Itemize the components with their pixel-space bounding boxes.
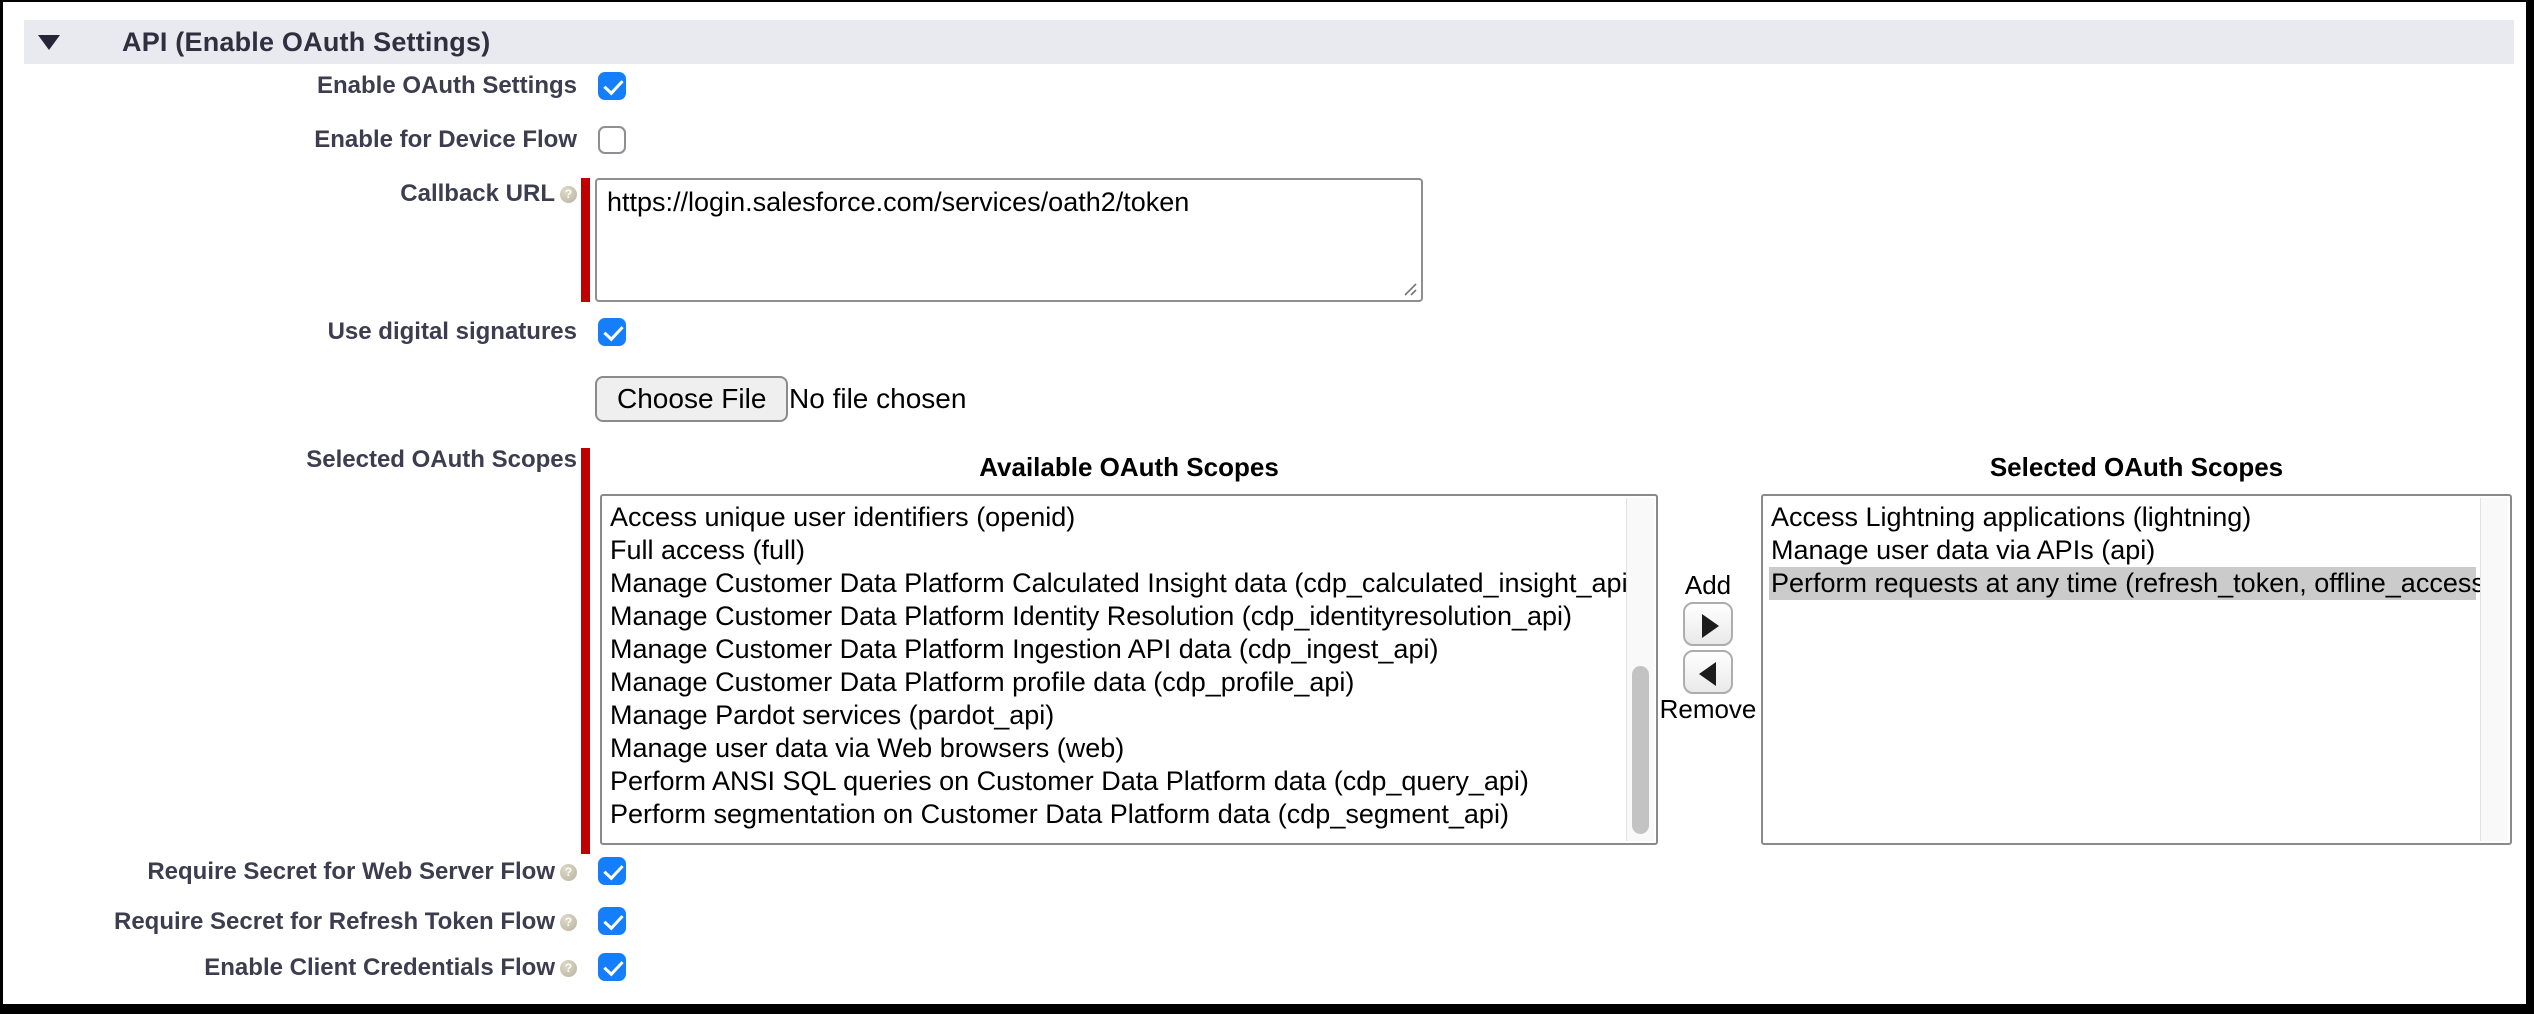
selected-scopes-listbox[interactable]: Access Lightning applications (lightning… — [1761, 494, 2512, 845]
file-status-text: No file chosen — [789, 383, 967, 414]
available-scopes-scrollbar[interactable] — [1626, 498, 1654, 841]
device-flow-label-text: Enable for Device Flow — [314, 126, 577, 153]
remove-label-wrap: Remove — [1655, 694, 1761, 725]
scope-option[interactable]: Access unique user identifiers (openid) — [610, 502, 1076, 532]
remove-label: Remove — [1659, 694, 1757, 724]
digital-signatures-label-text: Use digital signatures — [327, 318, 577, 345]
help-orb-icon[interactable]: ? — [560, 863, 577, 881]
callback-url-label: Callback URL ? — [3, 180, 577, 208]
selected-scopes-options: Access Lightning applications (lightning… — [1769, 501, 2494, 600]
available-scopes-options: Access unique user identifiers (openid)F… — [608, 501, 1637, 831]
scrollbar-thumb[interactable] — [1632, 666, 1649, 834]
required-field-bar — [581, 178, 590, 302]
callback-url-label-text: Callback URL — [400, 180, 555, 207]
refresh-token-flow-label: Require Secret for Refresh Token Flow ? — [3, 908, 577, 936]
scope-option[interactable]: Perform segmentation on Customer Data Pl… — [610, 799, 1509, 829]
enable-oauth-label: Enable OAuth Settings — [3, 72, 577, 100]
scope-option[interactable]: Full access (full) — [610, 535, 806, 565]
add-label: Add — [1684, 570, 1732, 600]
enable-oauth-label-text: Enable OAuth Settings — [316, 72, 577, 99]
scope-option[interactable]: Access Lightning applications (lightning… — [1771, 502, 2252, 532]
available-scopes-listbox[interactable]: Access unique user identifiers (openid)F… — [600, 494, 1658, 845]
client-credentials-flow-label-text: Enable Client Credentials Flow — [204, 954, 555, 981]
selected-scopes-header: Selected OAuth Scopes — [1989, 452, 2284, 482]
scope-option[interactable]: Manage Customer Data Platform Calculated… — [610, 568, 1637, 598]
arrow-right-icon — [1702, 614, 1719, 638]
arrow-left-icon — [1699, 662, 1716, 686]
device-flow-label: Enable for Device Flow — [3, 126, 577, 154]
help-orb-icon[interactable]: ? — [560, 913, 577, 931]
scope-option[interactable]: Manage Customer Data Platform profile da… — [610, 667, 1355, 697]
collapse-triangle-icon[interactable] — [38, 34, 60, 50]
web-server-flow-checkbox[interactable] — [598, 857, 626, 885]
client-credentials-flow-label: Enable Client Credentials Flow ? — [3, 954, 577, 982]
scope-option[interactable]: Perform ANSI SQL queries on Customer Dat… — [610, 766, 1529, 796]
available-scopes-header: Available OAuth Scopes — [979, 452, 1279, 482]
help-orb-icon[interactable]: ? — [560, 185, 577, 203]
scope-option[interactable]: Manage Customer Data Platform Ingestion … — [610, 634, 1439, 664]
scope-option[interactable]: Manage Pardot services (pardot_api) — [610, 700, 1055, 730]
callback-url-field-wrap: https://login.salesforce.com/services/oa… — [595, 178, 1423, 302]
digital-signatures-checkbox[interactable] — [598, 318, 626, 346]
required-field-bar — [581, 448, 590, 854]
choose-file-button[interactable]: Choose File — [595, 376, 789, 422]
scope-option[interactable]: Manage user data via Web browsers (web) — [610, 733, 1125, 763]
digital-signatures-label: Use digital signatures — [3, 318, 577, 346]
refresh-token-flow-checkbox[interactable] — [598, 907, 626, 935]
scopes-label: Selected OAuth Scopes — [3, 446, 577, 474]
remove-scope-button[interactable] — [1683, 650, 1733, 694]
refresh-token-flow-label-text: Require Secret for Refresh Token Flow — [114, 908, 555, 935]
selected-scopes-scrollbar[interactable] — [2480, 498, 2508, 841]
section-header[interactable]: API (Enable OAuth Settings) — [24, 20, 2514, 64]
scopes-label-text: Selected OAuth Scopes — [306, 446, 577, 473]
add-remove-column: Add — [1655, 570, 1761, 601]
scope-option[interactable]: Perform requests at any time (refresh_to… — [1769, 567, 2494, 600]
scope-option[interactable]: Manage user data via APIs (api) — [1771, 535, 2156, 565]
client-credentials-flow-checkbox[interactable] — [598, 953, 626, 981]
section-title: API (Enable OAuth Settings) — [122, 26, 491, 57]
device-flow-checkbox[interactable] — [598, 126, 626, 154]
enable-oauth-checkbox[interactable] — [598, 72, 626, 100]
add-scope-button[interactable] — [1683, 602, 1733, 646]
help-orb-icon[interactable]: ? — [560, 959, 577, 977]
callback-url-input[interactable]: https://login.salesforce.com/services/oa… — [595, 178, 1423, 302]
web-server-flow-label: Require Secret for Web Server Flow ? — [3, 858, 577, 886]
scope-option[interactable]: Manage Customer Data Platform Identity R… — [610, 601, 1572, 631]
web-server-flow-label-text: Require Secret for Web Server Flow — [147, 858, 555, 885]
